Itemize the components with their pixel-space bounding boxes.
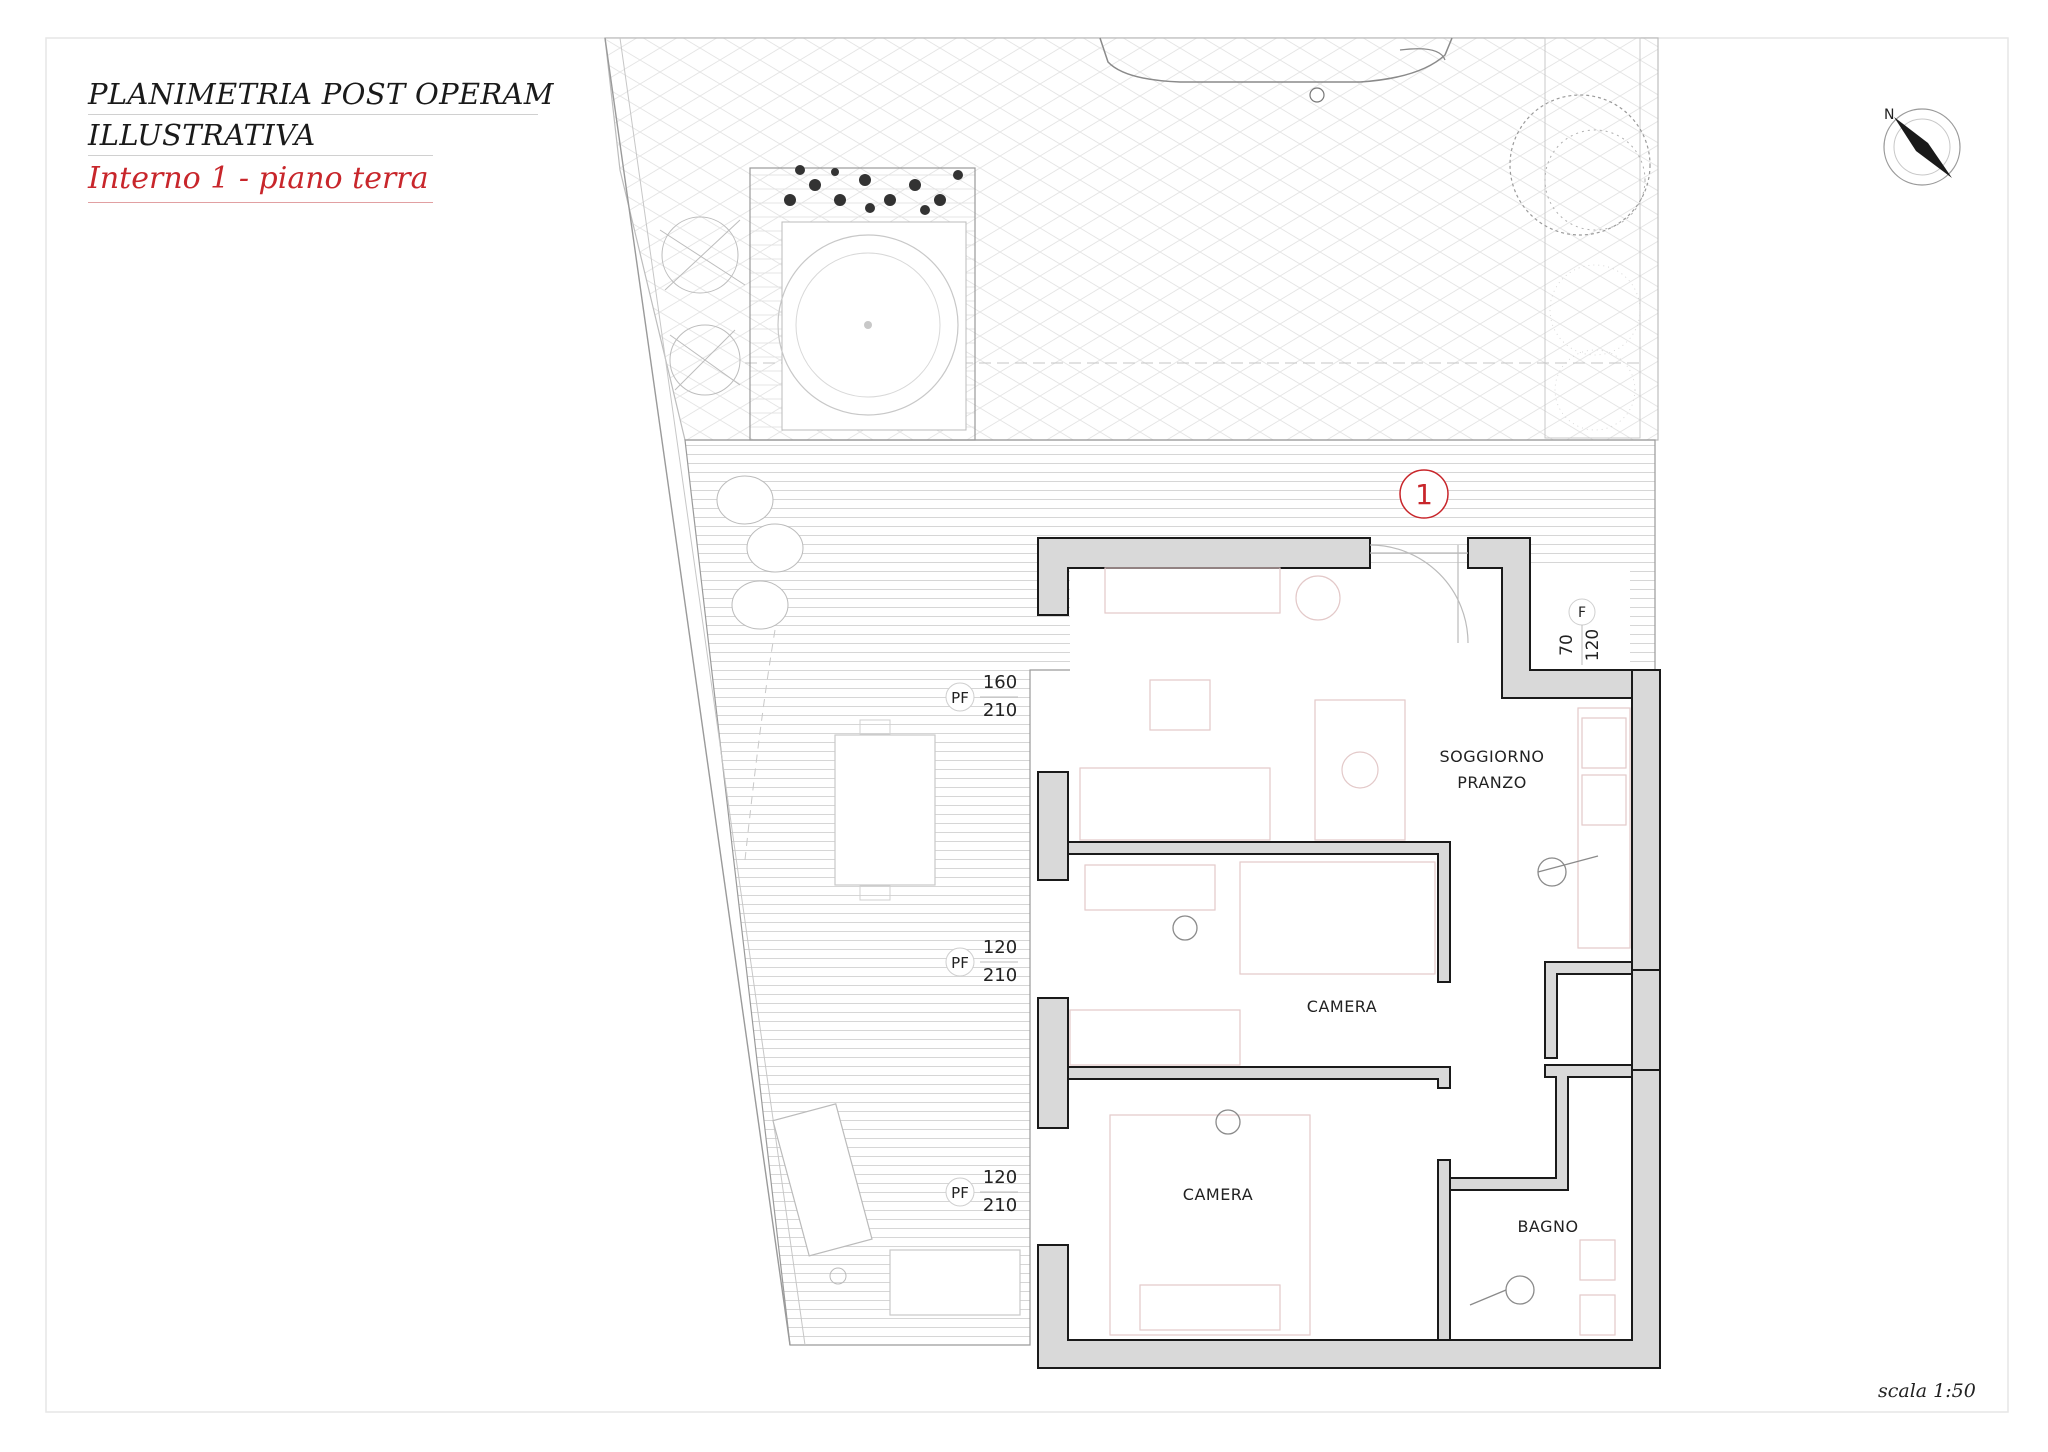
north-arrow-icon: N <box>1883 107 1961 186</box>
opening-2-type: PF <box>951 954 969 972</box>
unit-marker: 1 <box>1399 469 1449 519</box>
scale-label: scala 1:50 <box>1878 1380 1976 1402</box>
opening-1-width: 160 <box>983 672 1017 693</box>
room-label-living-line1: SOGGIORNO <box>1439 747 1544 766</box>
opening-3-width: 120 <box>983 1167 1017 1188</box>
room-label-bathroom: BAGNO <box>1517 1217 1578 1236</box>
room-label-bedroom2: CAMERA <box>1183 1185 1253 1204</box>
interior-furniture <box>1069 567 1631 1336</box>
person-figures <box>1172 855 1599 1306</box>
opening-2-width: 120 <box>983 937 1017 958</box>
entrance-door <box>1369 544 1469 644</box>
room-label-bedroom1: CAMERA <box>1307 997 1377 1016</box>
opening-3-height: 210 <box>983 1195 1017 1216</box>
opening-1-height: 210 <box>983 700 1017 721</box>
opening-2-height: 210 <box>983 965 1017 986</box>
room-label-living-line2: PRANZO <box>1457 773 1527 792</box>
title-subtitle: Interno 1 - piano terra <box>88 155 433 203</box>
title-block: PLANIMETRIA POST OPERAM ILLUSTRATIVA Int… <box>88 74 554 203</box>
title-line2: ILLUSTRATIVA <box>88 114 538 155</box>
walls <box>1037 537 1661 1369</box>
interior-floor <box>1070 568 1630 1343</box>
opening-tags <box>945 598 1596 1207</box>
hedge-strip <box>1509 37 1651 439</box>
opening-1-type: PF <box>951 689 969 707</box>
opening-3-type: PF <box>951 1184 969 1202</box>
title-line1: PLANIMETRIA POST OPERAM <box>88 77 554 111</box>
hot-tub-deck <box>749 165 976 441</box>
window-f-width: 70 <box>1557 634 1577 656</box>
compass-label: N <box>1884 107 1894 123</box>
unit-marker-number: 1 <box>1415 478 1433 511</box>
window-f-height: 120 <box>1583 629 1603 661</box>
window-f-type: F <box>1578 605 1586 621</box>
garden-plants <box>659 216 746 396</box>
